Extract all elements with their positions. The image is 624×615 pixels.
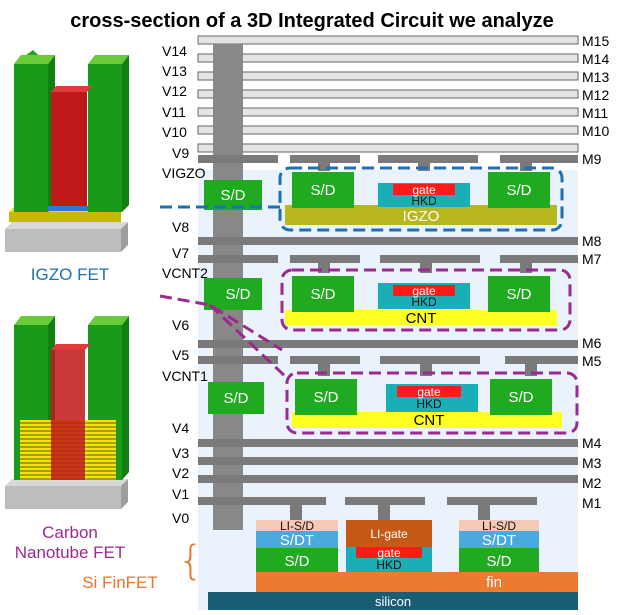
via-label: V1 <box>172 486 189 502</box>
via-label: V11 <box>162 104 186 120</box>
metal-label: M2 <box>582 475 602 491</box>
via-label: VCNT2 <box>162 265 208 281</box>
via-label: V3 <box>172 445 189 461</box>
metal-m6 <box>198 340 578 348</box>
via-label: V8 <box>172 219 189 235</box>
cnt-fet-label-line2: Nanotube FET <box>15 543 126 562</box>
li-gate-label: LI-gate <box>370 527 408 541</box>
via-label: V9 <box>172 145 189 161</box>
gate-label: gate <box>412 284 436 298</box>
page-title: cross-section of a 3D Integrated Circuit… <box>70 10 553 32</box>
metal-label: M7 <box>582 251 602 267</box>
cnt-fet-model <box>5 316 129 509</box>
finfet-region: LI-S/D LI-S/D S/DT S/DT S/D S/D LI-gate … <box>208 519 578 610</box>
metal-label: M5 <box>582 353 602 369</box>
sdt-label: S/DT <box>482 532 516 549</box>
metal-label: M10 <box>582 123 609 139</box>
metal-label: M14 <box>582 51 609 67</box>
via-label: V5 <box>172 347 189 363</box>
fin-label: fin <box>486 574 502 591</box>
channel-label: CNT <box>406 310 437 327</box>
silicon-label: silicon <box>375 594 411 609</box>
sd-label: S/D <box>506 286 531 303</box>
via-label: V0 <box>172 510 189 526</box>
metal-m9 <box>198 155 578 163</box>
sd-label: S/D <box>284 553 309 570</box>
metal-m7 <box>198 255 578 273</box>
metal-labels: M15 M14 M13 M12 M11 M10 M9 M8 M7 M6 M5 M… <box>582 33 609 511</box>
cnt2-tier: S/D S/D S/D gate HKD CNT <box>204 268 572 332</box>
metal-label: M6 <box>582 335 602 351</box>
sd-label: S/D <box>223 390 248 407</box>
metal-label: M9 <box>582 151 602 167</box>
via-label: V14 <box>162 43 187 59</box>
metal-label: M12 <box>582 87 609 103</box>
via-label: V10 <box>162 124 187 140</box>
via-label: VIGZO <box>162 165 206 181</box>
metal-label: M4 <box>582 435 602 451</box>
igzo-fet-label: IGZO FET <box>31 265 109 284</box>
via-label: V12 <box>162 83 187 99</box>
li-sd-label: LI-S/D <box>482 519 516 533</box>
metal-m8 <box>198 237 578 245</box>
cnt-fet-label-line1: Carbon <box>42 523 98 542</box>
sd-label: S/D <box>310 182 335 199</box>
finfet-brace: { <box>178 538 203 584</box>
sd-label: S/D <box>220 187 245 204</box>
metal-label: M8 <box>582 233 602 249</box>
metal-label: M15 <box>582 33 609 49</box>
sd-label: S/D <box>506 182 531 199</box>
igzo-tier: S/D S/D S/D gate HKD IGZO <box>204 166 564 232</box>
channel-label: CNT <box>414 412 445 429</box>
via-label: V6 <box>172 317 189 333</box>
hkd-label: HKD <box>416 397 442 411</box>
via-label: V4 <box>172 420 189 436</box>
via-labels: V14 V13 V12 V11 V10 V9 VIGZO V8 V7 VCNT2… <box>162 43 208 526</box>
sd-label: S/D <box>310 286 335 303</box>
via-label: V13 <box>162 63 187 79</box>
metal-label: M11 <box>582 105 608 121</box>
hkd-label: HKD <box>376 558 402 572</box>
gate-label: gate <box>417 385 441 399</box>
sd-label: S/D <box>508 389 533 406</box>
sd-label: S/D <box>313 389 338 406</box>
via-label: V7 <box>172 245 189 261</box>
li-sd-label: LI-S/D <box>280 519 314 533</box>
lower-metal-stack <box>198 439 578 521</box>
metal-label: M3 <box>582 455 602 471</box>
cnt1-tier: S/D S/D S/D gate HKD CNT <box>208 371 579 435</box>
hkd-label: HKD <box>411 194 437 208</box>
igzo-fet-model <box>5 50 129 252</box>
sd-label: S/D <box>486 553 511 570</box>
via-label: VCNT1 <box>162 368 208 384</box>
hkd-label: HKD <box>411 295 437 309</box>
gate-label: gate <box>412 183 436 197</box>
upper-metal-stack <box>197 35 579 153</box>
finfet-label: Si FinFET <box>82 573 158 592</box>
sd-label: S/D <box>225 286 250 303</box>
metal-label: M1 <box>582 495 602 511</box>
gate-label: gate <box>377 546 401 560</box>
sdt-label: S/DT <box>280 532 314 549</box>
metal-label: M13 <box>582 69 609 85</box>
channel-label: IGZO <box>403 208 440 225</box>
via-label: V2 <box>172 465 189 481</box>
